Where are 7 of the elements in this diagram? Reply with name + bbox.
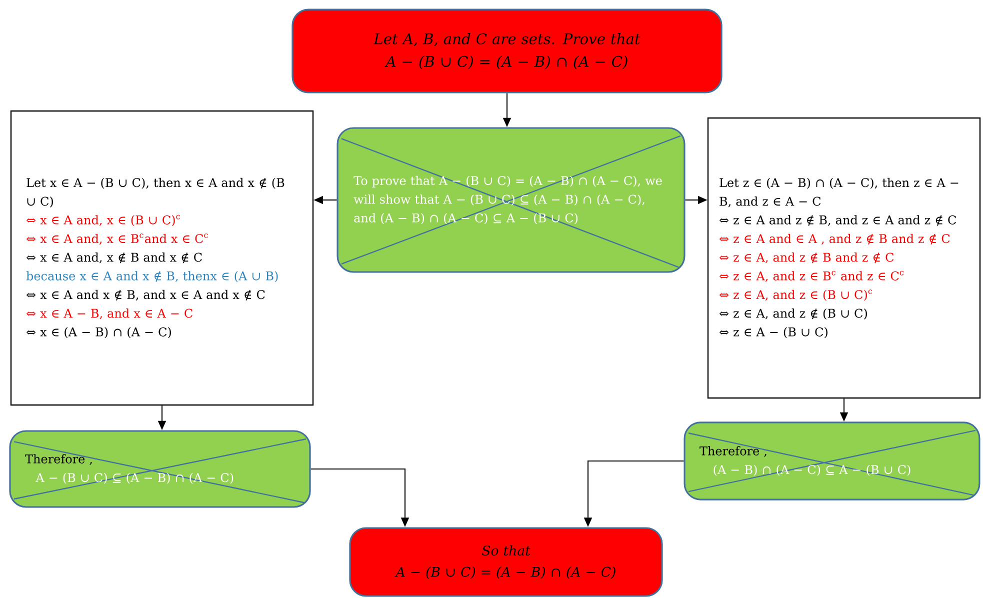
statement-box: So that A − (B ∪ C) = (A − B) ∩ (A − C) bbox=[349, 527, 663, 597]
statement-box: Let A, B, and C are sets. Prove that A − (B ∪ C) = (A − B) ∩ (A − C) bbox=[292, 8, 722, 94]
proof-box: Let z ∈ (A − B) ∩ (A − C), then z ∈ A − B, and z ∈ A − C ⇔ z ∈ A and z ∉ B, and z ∈ A and z ∉ C ⇔ z ∈ A and ∈ A , and z ∉ B and z ∉ C ⇔ z ∈ A, and z ∉ B and z ∉ C ⇔ z ∈ A, and z ∈ B$^{c}$ and z ∈ C$^{c}$ ⇔ z ∈ A, and z ∈ (B ∪ C)$^{c}$ ⇔ z ∈ A, and z ∉ (B ∪ C) ⇔ z ∈ A − (B ∪ C) bbox=[707, 117, 981, 399]
crossed-out-box: Therefore , A − (B ∪ C) ⊆ (A − B) ∩ (A − C) bbox=[9, 430, 311, 508]
crossed-out-box: To prove that A − (B ∪ C) = (A − B) ∩ (A − C), we will show that A − (B ∪ C) ⊆ (A − B) ∩ (A − C), and (A − B) ∩ (A − C) ⊆ A − (B ∪ C) bbox=[336, 127, 686, 273]
crossed-out-box: Therefore , (A − B) ∩ (A − C) ⊆ A − (B ∪ C) bbox=[684, 422, 980, 500]
proof-box: Let x ∈ A − (B ∪ C), then x ∈ A and x ∉ (B ∪ C) ⇔ x ∈ A and, x ∈ (B ∪ C)$^{c}$ ⇔ x ∈ A and, x ∈ B$^{c}$and x ∈ C$^{c}$ ⇔ x ∈ A and, x ∉ B and x ∉ C because x ∈ A and x ∉ B, thenx ∈ (A ∪ B) ⇔ x ∈ A and x ∉ B, and x ∈ A and x ∉ C ⇔ x ∈ A − B, and x ∈ A − C ⇔ x ∈ (A − B) ∩ (A − C) bbox=[10, 110, 314, 406]
